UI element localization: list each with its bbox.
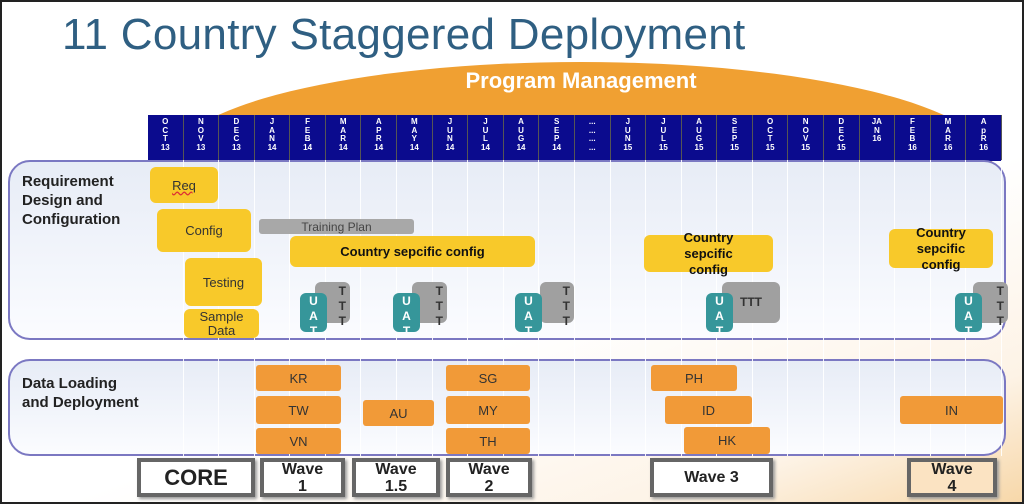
uat-task: U A T bbox=[515, 293, 542, 332]
deploy-au: AU bbox=[363, 400, 434, 426]
deploy-in: IN bbox=[900, 396, 1003, 424]
month-label: S E P 14 bbox=[539, 115, 575, 161]
deploy-kr: KR bbox=[256, 365, 341, 391]
wave-2: Wave 2 bbox=[446, 458, 532, 497]
deploy-hk: HK bbox=[684, 427, 770, 454]
deploy-id: ID bbox=[665, 396, 752, 424]
deploy-th: TH bbox=[446, 428, 530, 454]
program-management-label: Program Management bbox=[465, 68, 697, 93]
uat-task: U A T bbox=[393, 293, 420, 332]
month-label: S E P 15 bbox=[717, 115, 753, 161]
country-config-task-2: Country sepcific config bbox=[644, 230, 773, 277]
deploy-sg: SG bbox=[446, 365, 530, 391]
month-label: D E C 13 bbox=[219, 115, 255, 161]
ttt-task: T T T bbox=[540, 282, 574, 328]
month-label: J U N 14 bbox=[433, 115, 469, 161]
month-label: O C T 15 bbox=[753, 115, 789, 161]
wave-1: Wave 1 bbox=[260, 458, 345, 497]
deploy-ph: PH bbox=[651, 365, 737, 391]
month-label: J U L 14 bbox=[468, 115, 504, 161]
wave-1-5: Wave 1.5 bbox=[352, 458, 440, 497]
month-label: A U G 15 bbox=[682, 115, 718, 161]
page-title: 11 Country Staggered Deployment bbox=[62, 10, 746, 59]
month-label: O C T 13 bbox=[148, 115, 184, 161]
month-label: J U N 15 bbox=[611, 115, 647, 161]
row-label-requirement: Requirement Design and Configuration bbox=[22, 173, 121, 228]
training-plan-task: Training Plan bbox=[259, 219, 414, 234]
uat-task: U A T bbox=[706, 293, 733, 332]
testing-task: Testing bbox=[185, 258, 262, 306]
month-label: A U G 14 bbox=[504, 115, 540, 161]
month-label: A P R 14 bbox=[361, 115, 398, 161]
wave-3: Wave 3 bbox=[650, 458, 773, 497]
month-label: J A N 14 bbox=[255, 115, 291, 161]
deploy-my: MY bbox=[446, 396, 530, 424]
month-label: ... ... ... ... bbox=[575, 115, 611, 161]
month-label: M A R 16 bbox=[931, 115, 967, 161]
ttt-task: T T T bbox=[973, 282, 1008, 328]
month-label: M A R 14 bbox=[326, 115, 362, 161]
month-label: N O V 13 bbox=[184, 115, 220, 161]
uat-task: U A T bbox=[300, 293, 327, 332]
config-task: Config bbox=[157, 209, 251, 252]
month-label: F E B 16 bbox=[895, 115, 931, 161]
uat-task: U A T bbox=[955, 293, 982, 332]
month-label: A p R 16 bbox=[966, 115, 1002, 161]
wave-4: Wave 4 bbox=[907, 458, 997, 497]
month-label: JA N 16 bbox=[860, 115, 896, 161]
month-label: J U L 15 bbox=[646, 115, 682, 161]
req-task: Req bbox=[150, 167, 218, 203]
month-label: D E C 15 bbox=[824, 115, 860, 161]
month-label: F E B 14 bbox=[290, 115, 326, 161]
country-config-task-3: Country sepcific config bbox=[889, 225, 993, 272]
deploy-vn: VN bbox=[256, 428, 341, 454]
deploy-tw: TW bbox=[256, 396, 341, 424]
month-label: N O V 15 bbox=[788, 115, 824, 161]
wave-core: CORE bbox=[137, 458, 255, 497]
row-label-data-loading: Data Loading and Deployment bbox=[22, 375, 139, 411]
month-label: M A Y 14 bbox=[397, 115, 433, 161]
country-config-task-1: Country sepcific config bbox=[290, 236, 535, 267]
sample-data-task: Sample Data bbox=[184, 309, 259, 338]
